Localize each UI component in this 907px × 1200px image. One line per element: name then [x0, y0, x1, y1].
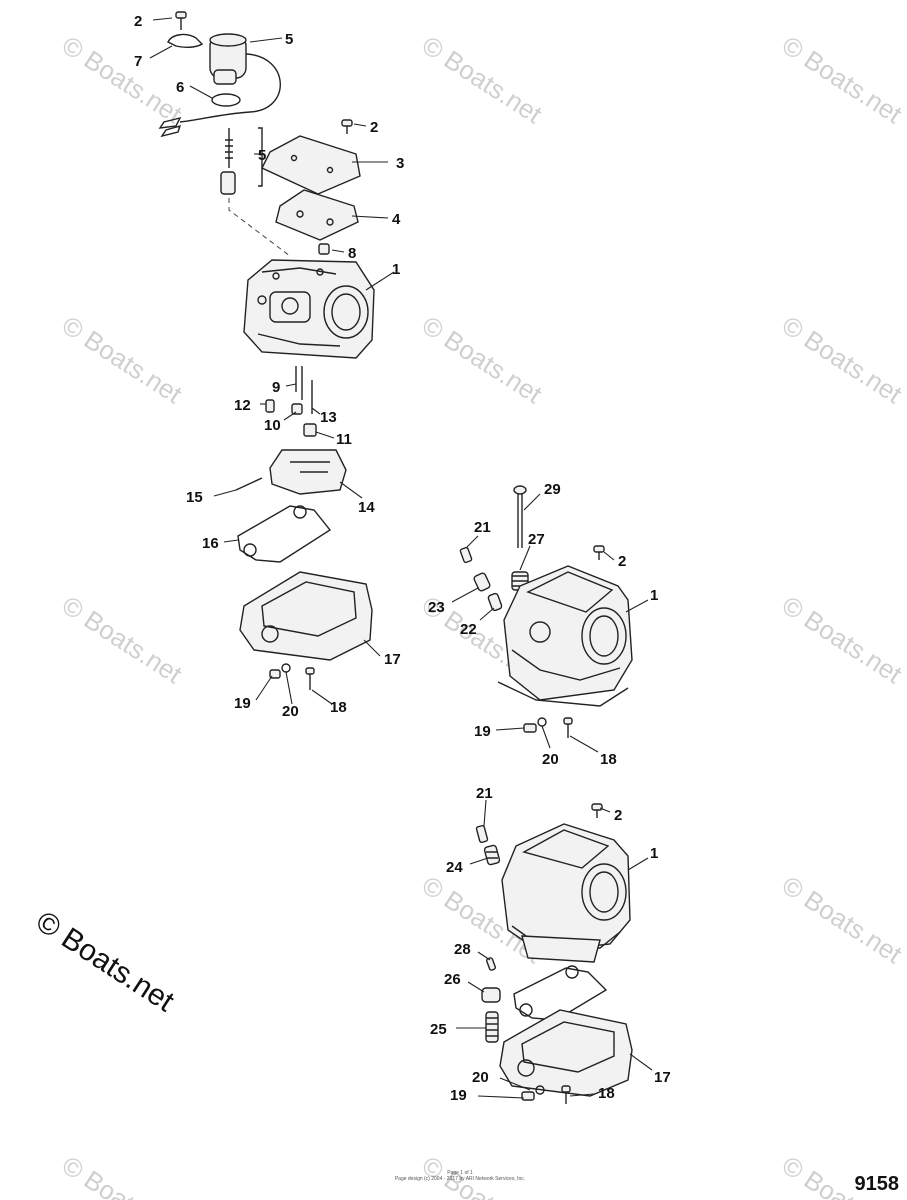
callout-label: 18 [330, 699, 347, 716]
carburetor-body-part [243, 259, 375, 359]
spring-part [483, 844, 501, 866]
callout-label: 7 [134, 53, 142, 70]
callout-label: 14 [358, 499, 375, 516]
diagram-number: 9158 [854, 1173, 900, 1195]
callout-label: 13 [320, 409, 337, 426]
callout-label: 22 [460, 621, 477, 638]
callout-label: 17 [384, 651, 401, 668]
screw-part [475, 824, 489, 844]
cap-part [481, 987, 501, 1003]
callout-label: 4 [392, 211, 401, 228]
watermark-grid: © Boats.net © Boats.net © Boats.net © Bo… [57, 30, 907, 1200]
footer-copyright: Page 1 of 1 Page design (c) 2004 - 2017 … [370, 1170, 550, 1182]
float-bowl-part [499, 1009, 633, 1097]
float-bowl-gasket-part [237, 505, 332, 563]
callout-label: 1 [650, 845, 658, 862]
callout-label: 20 [282, 703, 299, 720]
plug-part [318, 243, 330, 255]
carburetor-assembly-main: 2 5 7 6 2 5 3 4 8 1 9 12 13 10 11 15 14 … [134, 11, 404, 720]
callout-label: 2 [134, 13, 142, 30]
callout-label: 5 [258, 147, 266, 164]
callout-label: 9 [272, 379, 280, 396]
callout-label: 23 [428, 599, 445, 616]
float-bowl-part [239, 571, 373, 661]
callout-label: 8 [348, 245, 356, 262]
callout-label: 29 [544, 481, 561, 498]
jet-parts [265, 366, 317, 437]
callout-label: 18 [600, 751, 617, 768]
callout-label: 24 [446, 859, 463, 876]
callout-label: 2 [618, 553, 626, 570]
callout-label: 10 [264, 417, 281, 434]
gasket-part [275, 189, 359, 241]
pin-part [235, 477, 263, 491]
carburetor-assembly-lower: 21 2 1 24 28 26 25 17 20 19 18 [430, 785, 671, 1104]
callout-label: 19 [474, 723, 491, 740]
watermark: © Boats.net [777, 30, 907, 130]
watermark: © Boats.net [777, 310, 907, 410]
callout-label: 18 [598, 1085, 615, 1102]
screw-part [341, 119, 353, 134]
watermark: © Boats.net [57, 30, 188, 130]
callout-label: 2 [614, 807, 622, 824]
watermark: © Boats.net [777, 590, 907, 690]
callout-label: 25 [430, 1021, 447, 1038]
callout-label: 21 [476, 785, 493, 802]
callout-label: 19 [234, 695, 251, 712]
needle-part [220, 128, 236, 195]
callout-label: 3 [396, 155, 404, 172]
drain-screw-parts [523, 717, 573, 738]
callout-label: 20 [472, 1069, 489, 1086]
spring-part [473, 572, 491, 592]
callout-label: 27 [528, 531, 545, 548]
screw-part [593, 545, 605, 560]
watermark: © Boats.net [417, 30, 548, 130]
callout-label: 20 [542, 751, 559, 768]
callout-label: 26 [444, 971, 461, 988]
footer-line: Page 1 of 1 [447, 1170, 473, 1176]
screw-part [175, 11, 187, 30]
callout-label: 6 [176, 79, 184, 96]
screw-part [485, 957, 497, 971]
drain-screw-parts [269, 663, 315, 690]
callout-label: 17 [654, 1069, 671, 1086]
screw-part [591, 803, 603, 818]
callout-label: 1 [650, 587, 658, 604]
callout-label: 1 [392, 261, 400, 278]
o-ring-part [211, 93, 241, 107]
watermark: © Boats.net [57, 590, 188, 690]
callout-label: 19 [450, 1087, 467, 1104]
long-screw-part [513, 485, 527, 548]
spring-part [485, 1011, 499, 1043]
callout-label: 5 [285, 31, 293, 48]
callout-label: 21 [474, 519, 491, 536]
bracket-part [167, 33, 204, 49]
wire-lead-part [179, 53, 281, 123]
watermark: © Boats.net [417, 310, 548, 410]
drain-screw-parts [521, 1085, 571, 1104]
spring-part [487, 592, 503, 612]
carburetor-body-part [497, 565, 633, 707]
watermark: © Boats.net [57, 1150, 188, 1200]
watermark: © Boats.net [57, 310, 188, 410]
callout-label: 15 [186, 489, 203, 506]
carburetor-body-part [501, 823, 631, 963]
callout-label: 11 [336, 431, 352, 448]
cover-plate-part [261, 135, 361, 195]
callout-label: 28 [454, 941, 471, 958]
float-bowl-gasket-part [513, 967, 608, 1021]
callout-label: 12 [234, 397, 251, 414]
carburetor-assembly-middle: 29 21 27 2 1 23 22 19 20 18 [428, 481, 658, 768]
callout-label: 16 [202, 535, 219, 552]
footer-line: Page design (c) 2004 - 2017 by ARI Netwo… [394, 1176, 526, 1182]
solenoid-part [209, 33, 247, 85]
screw-part [459, 546, 473, 564]
watermark: © Boats.net [777, 870, 907, 970]
callout-label: 2 [370, 119, 378, 136]
